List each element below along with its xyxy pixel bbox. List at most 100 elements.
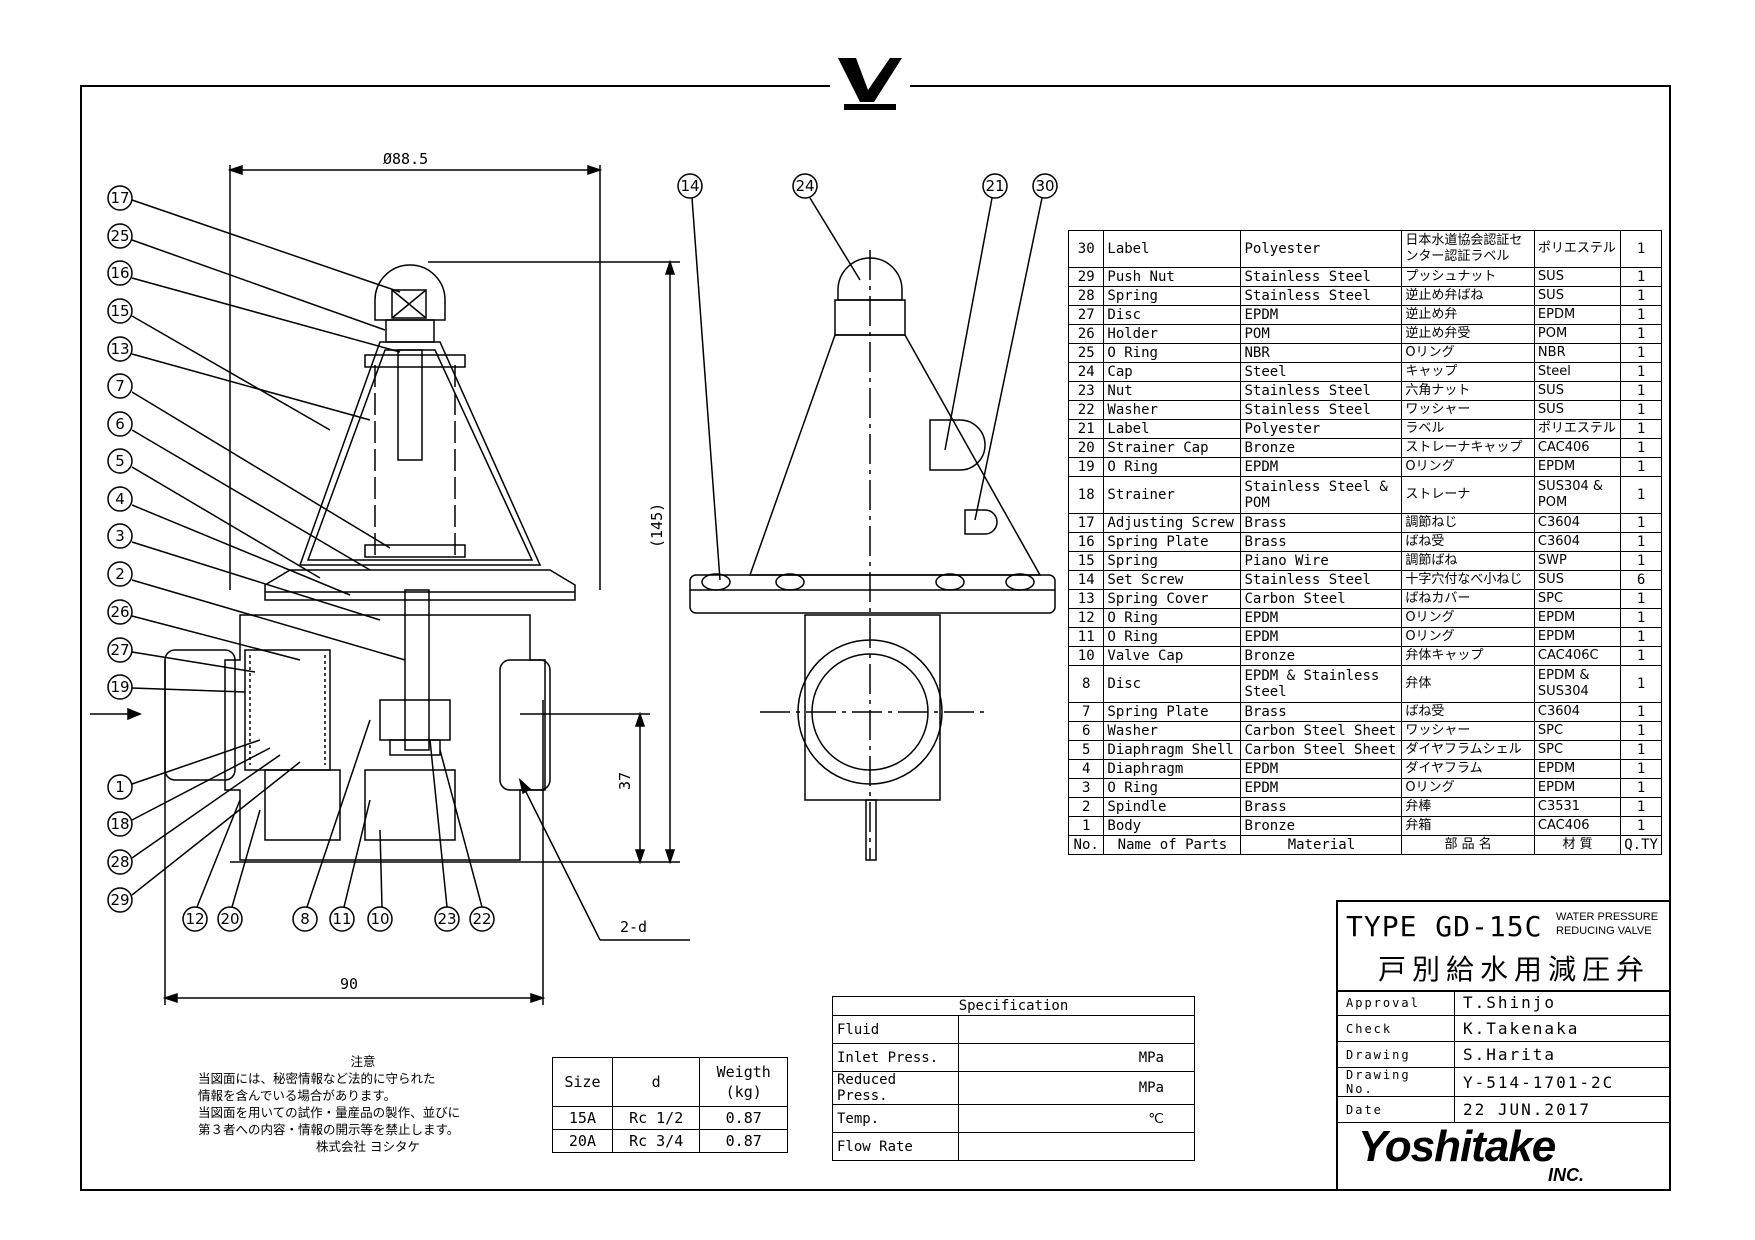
part-no: 26 [1067,324,1105,344]
part-jp-material: POM [1533,324,1622,344]
part-name: Holder [1103,324,1242,344]
part-jp-material: C3604 [1533,702,1622,722]
balloon-number: 21 [985,177,1005,195]
part-no: 23 [1067,381,1105,401]
part-qty: 1 [1620,267,1662,287]
balloon-number: 8 [300,910,310,928]
part-material: Piano Wire [1240,551,1403,571]
jp-product-name: 戸別給水用減圧弁 [1378,953,1651,986]
part-name: Spindle [1103,797,1242,817]
part-no: 21 [1067,419,1105,439]
part-no: 20 [1067,438,1105,458]
notice-company: 株式会社 ヨシタケ [316,1139,420,1154]
notice-line: 当図面には、秘密情報など法的に守られた [198,1071,436,1086]
weight-header-1: Weigth [716,1063,771,1081]
part-material: Carbon Steel [1240,589,1403,609]
part-qty: 1 [1620,740,1662,760]
d-value: Rc 1/2 [611,1106,701,1130]
part-jp-name: ラベル [1401,419,1535,439]
part-jp-name: Oリング [1401,778,1535,798]
part-jp-material: SWP [1533,551,1622,571]
part-qty: 1 [1620,400,1662,420]
part-no: 13 [1067,589,1105,609]
part-jp-name: ばねカバー [1401,589,1535,609]
part-qty: 1 [1620,513,1662,533]
part-jp-name: Oリング [1401,343,1535,363]
part-name: Disc [1103,665,1242,703]
spec-key: Flow Rate [832,1132,959,1161]
part-material: Bronze [1240,438,1403,458]
part-material: Steel [1240,362,1403,382]
part-jp-name: 弁体キャップ [1401,646,1535,666]
type-description: WATER PRESSURE REDUCING VALVE [1556,910,1658,938]
part-qty: 1 [1620,362,1662,382]
spec-row: Fluid [832,1015,1195,1044]
part-jp-material: CAC406 [1533,438,1622,458]
part-qty: 1 [1620,665,1662,703]
spec-title: Specification [832,996,1195,1016]
logo-inc: INC. [1548,1165,1584,1185]
weight-value: 0.87 [699,1106,788,1130]
spec-unit [958,1015,1195,1044]
part-jp-material: SUS304 & POM [1533,476,1622,514]
balloon-number: 13 [110,340,130,358]
part-jp-material: NBR [1533,343,1622,363]
spec-unit: MPa [958,1043,1195,1072]
part-name: Spring Plate [1103,702,1242,722]
part-jp-material: C3604 [1533,532,1622,552]
part-material: Stainless Steel [1240,570,1403,590]
part-name: Disc [1103,305,1242,325]
size-header: Size [552,1057,613,1107]
part-name: Spring Cover [1103,589,1242,609]
balloon-number: 6 [115,415,125,433]
balloon-number: 29 [110,891,130,909]
part-jp-name: 日本水道協会認証センター認証ラベル [1401,230,1535,268]
part-jp-name: ワッシャー [1401,721,1535,741]
part-name: Label [1103,230,1242,268]
balloon-number: 16 [110,264,130,282]
part-jp-name: 十字穴付なべ小ねじ [1401,570,1535,590]
part-qty: 1 [1620,286,1662,306]
spec-key: Reduced Press. [832,1071,959,1105]
part-no: 28 [1067,286,1105,306]
part-name: Adjusting Screw [1103,513,1242,533]
part-no: 25 [1067,343,1105,363]
part-jp-material: SUS [1533,286,1622,306]
balloon-number: 14 [680,177,700,195]
part-jp-name: 逆止め弁受 [1401,324,1535,344]
d-value: Rc 3/4 [611,1129,701,1153]
balloon-number: 4 [115,490,125,508]
spec-row: Reduced Press.MPa [832,1071,1195,1105]
part-name: Set Screw [1103,570,1242,590]
part-material: EPDM [1240,627,1403,647]
part-qty: 1 [1620,476,1662,514]
part-jp-name: 弁箱 [1401,816,1535,836]
part-jp-name: ダイヤフラムシェル [1401,740,1535,760]
part-jp-name: 弁体 [1401,665,1535,703]
part-jp-name: ばね受 [1401,702,1535,722]
part-jp-name: 調節ばね [1401,551,1535,571]
part-material: EPDM [1240,457,1403,477]
part-material: Stainless Steel [1240,381,1403,401]
balloon-number: 2 [115,565,125,583]
balloon-number: 19 [110,678,130,696]
part-name: Strainer Cap [1103,438,1242,458]
part-no: 30 [1067,230,1105,268]
part-no: 14 [1067,570,1105,590]
part-jp-name: キャップ [1401,362,1535,382]
drawing-no-value: Y-514-1701-2C [1454,1067,1671,1097]
part-jp-material: C3604 [1533,513,1622,533]
part-material: Brass [1240,702,1403,722]
part-qty: 1 [1620,627,1662,647]
